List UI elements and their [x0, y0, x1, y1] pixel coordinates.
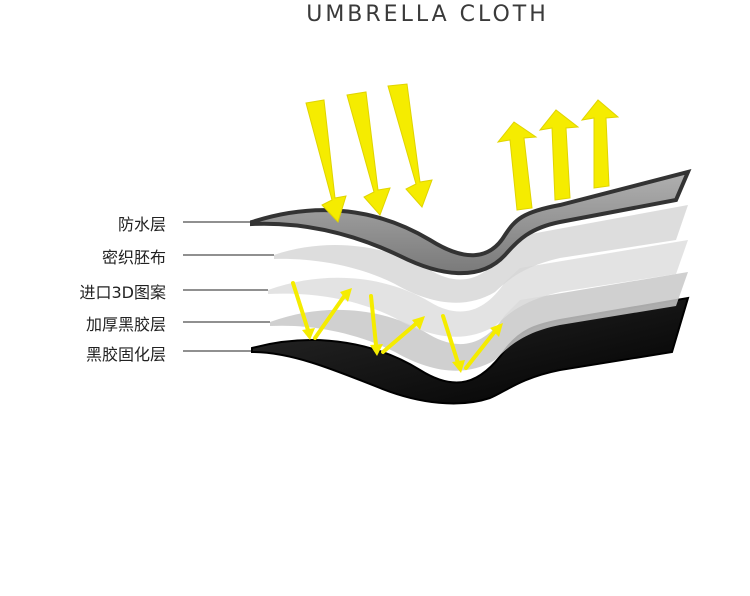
layer-label-waterproof: 防水层	[117, 215, 166, 234]
arrow-line-in-2	[369, 294, 378, 347]
layer-label-woven-fabric: 密织胚布	[101, 248, 166, 267]
arrowhead-out-1	[340, 288, 352, 302]
layer-thick-glue	[270, 272, 688, 371]
arrow-line-in-1	[291, 281, 310, 332]
layer-3d-pattern	[268, 240, 688, 337]
arrow-down-3	[387, 83, 433, 208]
arrow-up-1	[496, 121, 538, 211]
arrowheads-internal	[302, 288, 503, 373]
arrows-incoming	[305, 83, 433, 223]
arrow-up-2	[538, 109, 580, 201]
arrowhead-out-2	[412, 316, 425, 330]
arrowhead-in-1	[302, 328, 315, 340]
arrow-line-out-3	[464, 328, 498, 370]
arrow-down-2	[346, 91, 391, 216]
layer-label-thick-glue: 加厚黑胶层	[85, 315, 166, 334]
arrows-outgoing	[496, 99, 620, 211]
arrow-up-3	[580, 99, 620, 189]
leader-lines	[183, 221, 274, 352]
arrow-line-in-3	[441, 314, 460, 365]
arrowhead-in-2	[370, 344, 383, 356]
layer-black-cured	[251, 296, 690, 405]
page-title: UMBRELLA CLOTH	[306, 2, 549, 27]
arrows-internal	[291, 281, 498, 370]
arrowhead-out-3	[490, 323, 503, 337]
layer-woven-fabric	[274, 205, 688, 303]
arrow-down-1	[305, 99, 347, 223]
arrow-line-out-1	[313, 293, 347, 340]
layer-label-3d-pattern: 进口3D图案	[79, 283, 166, 302]
layer-label-cured-glue: 黑胶固化层	[85, 345, 166, 364]
arrow-line-out-2	[381, 320, 420, 354]
arrowhead-in-3	[452, 360, 465, 373]
layer-waterproof	[250, 169, 692, 276]
